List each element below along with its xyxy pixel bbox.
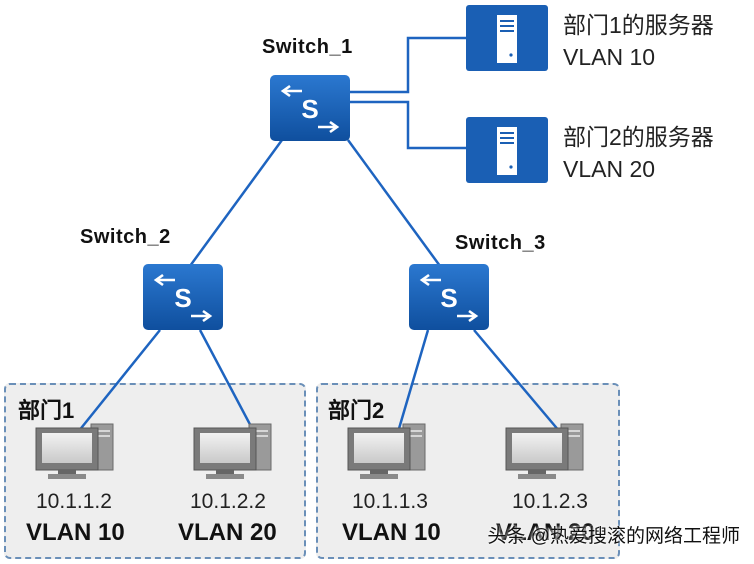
- server-icon-dept2[interactable]: [465, 116, 549, 184]
- server-label-dept1: 部门1的服务器 VLAN 10: [563, 9, 714, 73]
- switch-label-left: Switch_2: [80, 226, 171, 248]
- server-vlan: VLAN 10: [563, 44, 656, 70]
- host-vlan: VLAN 20: [496, 519, 595, 546]
- server-name: 部门2的服务器: [563, 124, 714, 150]
- pc-icon-dept2-vlan10[interactable]: [347, 423, 426, 480]
- link-switch2-pc2: [198, 329, 256, 433]
- department-1-label: 部门1: [18, 398, 75, 423]
- switch-icon-left[interactable]: [141, 262, 225, 332]
- watermark: 头条 @热爱搜滚的网络工程师: [487, 526, 740, 547]
- host-ip: 10.1.1.3: [352, 490, 428, 513]
- server-vlan: VLAN 20: [563, 156, 656, 182]
- link-core-server2: [350, 100, 466, 150]
- link-switch3-pc4: [473, 329, 561, 433]
- pc-icon-dept2-vlan20[interactable]: [505, 423, 584, 480]
- link-switch3-pc3: [396, 329, 430, 433]
- link-core-switch3: [346, 139, 442, 267]
- host-ip: 10.1.1.2: [36, 490, 112, 513]
- server-icon-dept1[interactable]: [465, 4, 549, 72]
- department-2-label: 部门2: [328, 398, 385, 423]
- switch-label-core: Switch_1: [262, 36, 353, 58]
- host-vlan: VLAN 10: [342, 519, 441, 546]
- host-ip: 10.1.2.3: [512, 490, 588, 513]
- server-name: 部门1的服务器: [563, 12, 714, 38]
- switch-icon-core[interactable]: [268, 73, 352, 143]
- department-1-box: [4, 383, 306, 559]
- links: [77, 36, 561, 433]
- link-switch2-pc1: [77, 329, 161, 433]
- server-label-dept2: 部门2的服务器 VLAN 20: [563, 121, 714, 185]
- pc-icon-dept1-vlan10[interactable]: [35, 423, 114, 480]
- host-ip: 10.1.2.2: [190, 490, 266, 513]
- switch-label-right: Switch_3: [455, 232, 546, 254]
- department-2-box: [316, 383, 620, 559]
- switch-icon-right[interactable]: [407, 262, 491, 332]
- host-vlan: VLAN 20: [178, 519, 277, 546]
- link-core-switch2: [188, 139, 284, 267]
- pc-icon-dept1-vlan20[interactable]: [193, 423, 272, 480]
- link-core-server1: [350, 36, 466, 94]
- host-vlan: VLAN 10: [26, 519, 125, 546]
